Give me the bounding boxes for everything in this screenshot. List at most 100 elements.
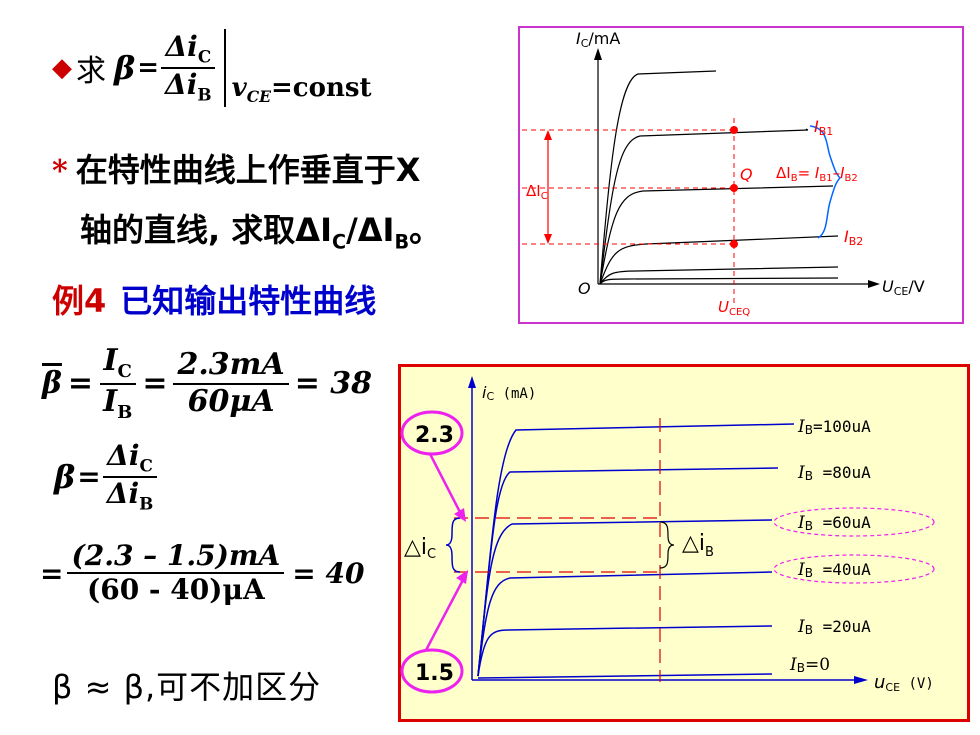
eq1-f1-num-sub: C xyxy=(117,361,132,382)
example-diagram-frame xyxy=(398,364,970,722)
x-axis-arrow-icon xyxy=(868,280,880,288)
delta-ic-label: ΔIC xyxy=(526,182,548,202)
y-axis-arrow-icon xyxy=(594,48,602,60)
diamond-bullet-icon: ◆ xyxy=(52,53,72,83)
delta-ic-down-arrow-icon xyxy=(544,234,552,244)
beta-bar-equation: β = IC IB = 2.3mA 60μA = 38 xyxy=(42,343,373,423)
asterisk-bullet-icon: * xyxy=(52,154,68,189)
eq1-equals-2: = xyxy=(142,366,168,402)
marker-2-3-ellipse xyxy=(400,410,464,456)
curve-label-ib-20: IB =20uA xyxy=(797,617,871,637)
y-axis-label: IC/mA xyxy=(576,29,620,50)
eq1-f2-den: 60μA xyxy=(187,383,275,419)
example-text: 已知输出特性曲线 xyxy=(120,282,377,320)
curve-ib1-ext xyxy=(805,128,809,131)
point-ib1 xyxy=(730,126,738,134)
marker-1-5: 1.5 xyxy=(415,661,454,686)
eq2-num-sub: C xyxy=(139,455,153,476)
callout-2-3-line xyxy=(426,449,464,517)
example-label: 例4 xyxy=(52,282,107,320)
marker-2-3: 2.3 xyxy=(415,423,454,448)
eq1-equals-1: = xyxy=(67,366,94,402)
condition-rest: =const xyxy=(271,72,372,103)
eq3-result: = 40 xyxy=(292,556,365,590)
ib-40-highlight xyxy=(773,554,935,584)
frac-den: Δi xyxy=(165,68,198,101)
method-line-2c: 。 xyxy=(409,211,442,249)
curve-label-ib-80: IB =80uA xyxy=(797,463,871,483)
point-q xyxy=(730,184,738,192)
curve-ib-60 xyxy=(477,519,773,677)
frac-num: Δi xyxy=(165,30,198,64)
equals-sign: = xyxy=(137,53,160,83)
eq2-equals: = xyxy=(77,460,101,494)
condition-v: v xyxy=(231,72,247,103)
ib1-label: IB1 xyxy=(814,117,833,138)
eq2-fraction: ΔiC ΔiB xyxy=(103,439,158,514)
method-line-1: 在特性曲线上作垂直于X xyxy=(75,151,421,189)
curve-label-ib-40: IB =40uA xyxy=(797,560,871,580)
curve-mid xyxy=(599,185,834,285)
eq2-den-sub: B xyxy=(139,493,154,514)
beta-symbol: β xyxy=(114,49,136,87)
curve-ib1 xyxy=(599,129,809,285)
method-sub-c: C xyxy=(331,230,347,254)
callout-2-3-arrow-icon xyxy=(454,508,466,522)
delta-ic-label: △iC xyxy=(404,535,436,562)
ic-axis-label: iC (mA) xyxy=(482,383,536,403)
uce-axis-label: uCE (V) xyxy=(874,672,934,694)
uceq-label: UCEQ xyxy=(718,298,750,318)
x-axis-label: UCE/V xyxy=(882,277,925,298)
eq1-result: = 38 xyxy=(294,366,373,402)
condition: vCE=const xyxy=(232,73,372,106)
eq1-f1-den-sub: B xyxy=(117,401,133,423)
eq3-den: (60 - 40)μA xyxy=(86,573,265,607)
eq2-den: Δi xyxy=(106,476,140,510)
delta-ib-brace xyxy=(659,521,675,569)
q-point-label: Q xyxy=(740,165,753,184)
example-heading: 例4 已知输出特性曲线 xyxy=(52,276,376,322)
eq3-equals: = xyxy=(40,556,64,590)
eq1-f1-num: I xyxy=(103,343,118,378)
conclusion-text: β ≈ β,可不加区分 xyxy=(52,668,322,706)
ib2-label: IB2 xyxy=(844,227,863,248)
beta-differential-equation: β = ΔiC ΔiB xyxy=(54,439,158,514)
curve-label-ib-0: IB=0 xyxy=(789,655,830,675)
method-sub-b: B xyxy=(394,230,410,254)
curve-label-ib-100: IB=100uA xyxy=(797,417,871,437)
eq1-f1-den: I xyxy=(103,383,118,419)
callout-1-5-line xyxy=(422,577,466,655)
evaluation-bar xyxy=(223,29,226,107)
frac-num-sub: C xyxy=(197,46,212,67)
ic-axis-arrow-icon xyxy=(468,376,476,388)
eq2-beta: β xyxy=(54,457,76,496)
eq2-num: Δi xyxy=(107,439,140,472)
delta-ib-label: ΔIB= IB1–IB2 xyxy=(776,164,858,184)
method-line-2: 轴的直线, 求取ΔIC/ΔIB。 xyxy=(80,205,502,253)
condition-sub: CE xyxy=(246,87,272,106)
curve-label-ib-60: IB =60uA xyxy=(797,513,871,533)
frac-den-sub: B xyxy=(197,84,212,105)
bjt-output-characteristics-diagram: IC/mA UCE/V O Q IB1 IB2 ΔIB= IB1–IB2 ΔIC… xyxy=(518,26,964,324)
curve-ib-20 xyxy=(477,625,773,677)
beta-bar-symbol: β xyxy=(42,366,62,402)
curve-ib2 xyxy=(599,235,839,285)
bjt-example-characteristics-diagram: 2.3 1.5 iC (mA) uCE (V) △iC △iB IB=100uA… xyxy=(398,364,970,722)
ib-60-highlight xyxy=(773,507,935,537)
bullet-formula-beta: ◆ 求 β = ΔiC ΔiB vCE=const xyxy=(52,26,372,110)
curve-ib-40 xyxy=(477,571,773,677)
delta-ib-brace xyxy=(809,125,842,239)
curve-zero xyxy=(599,277,839,285)
callout-1-5-arrow-icon xyxy=(456,570,468,584)
delta-ic-over-delta-ib: ΔiC ΔiB xyxy=(161,30,216,105)
origin-label: O xyxy=(578,279,591,298)
beta-numeric-equation: = (2.3 – 1.5)mA (60 - 40)μA = 40 xyxy=(40,539,365,607)
point-ib2 xyxy=(730,240,738,248)
method-line-2b: /ΔI xyxy=(346,211,395,249)
diagram-frame xyxy=(518,26,964,324)
eq1-f2-num: 2.3mA xyxy=(173,348,289,385)
seek-char: 求 xyxy=(76,54,106,89)
uce-axis-arrow-icon xyxy=(854,676,868,684)
eq3-num: (2.3 – 1.5)mA xyxy=(67,539,285,575)
values-fraction: 2.3mA 60μA xyxy=(173,348,289,419)
